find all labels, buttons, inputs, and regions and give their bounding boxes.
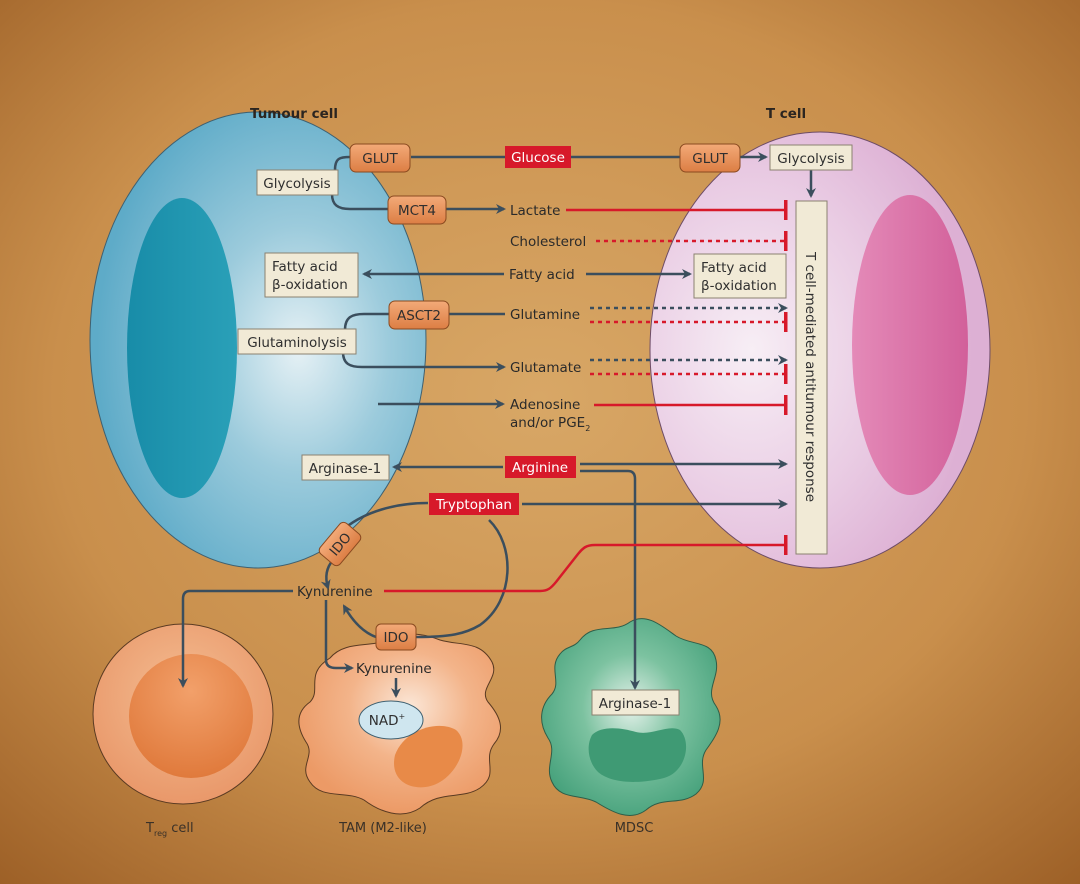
glut-tcell-label: GLUT <box>692 151 728 167</box>
treg-nucleus <box>129 654 253 778</box>
treg-caption: Treg cell <box>145 821 194 838</box>
glycolysis-tumour-label: Glycolysis <box>263 176 330 192</box>
asct2-label: ASCT2 <box>397 308 441 324</box>
treg-cell <box>92 623 274 805</box>
t-cell-title: T cell <box>766 106 806 122</box>
antitumour-response-label: T cell-mediated antitumour response <box>802 251 818 502</box>
kynurenine-label: Kynurenine <box>297 584 373 600</box>
tryptophan-ido-connector <box>344 501 429 529</box>
fao-tumour-line1: Fatty acid <box>272 259 338 275</box>
tam-caption: TAM (M2-like) <box>338 821 427 836</box>
glutaminolysis-to-glutamate-arrow <box>341 351 506 372</box>
arginine-badge: Arginine <box>505 456 576 478</box>
t-cell-nucleus <box>852 195 968 495</box>
adenosine-label-line1: Adenosine <box>510 397 580 413</box>
lactate-label: Lactate <box>510 203 560 219</box>
adenosine-label-line2: and/or PGE2 <box>510 415 590 433</box>
arginine-label: Arginine <box>512 460 568 476</box>
antitumour-response-box: T cell-mediated antitumour response <box>795 200 828 555</box>
glycolysis-tcell-label: Glycolysis <box>777 151 844 167</box>
glutamine-label: Glutamine <box>510 307 580 323</box>
glut-tumour-label: GLUT <box>362 151 398 167</box>
glucose-label: Glucose <box>511 150 565 166</box>
fao-tcell-line2: β-oxidation <box>701 278 777 294</box>
nad-oval: NAD+ <box>358 700 424 740</box>
mct4-transporter: MCT4 <box>387 195 447 225</box>
kynurenine-tam-label: Kynurenine <box>356 661 432 677</box>
tumour-cell-title: Tumour cell <box>250 106 338 122</box>
mdsc-nucleus <box>588 728 687 782</box>
glutaminolysis-label: Glutaminolysis <box>247 335 347 351</box>
tryptophan-tam-ido-loop <box>415 519 509 639</box>
glutamate-label: Glutamate <box>510 360 581 376</box>
arginase-mdsc-box: Arginase-1 <box>591 689 680 716</box>
tumour-nucleus <box>127 198 237 498</box>
arginase-tumour-label: Arginase-1 <box>309 461 382 477</box>
kynurenine-to-treg-arrow <box>178 589 293 688</box>
fao-tumour-box: Fatty acid β-oxidation <box>264 252 359 298</box>
glycolysis-mct4-connector <box>330 193 388 211</box>
arginine-to-mdsc-arrow <box>580 469 640 690</box>
fatty-acid-label: Fatty acid <box>509 267 575 283</box>
arginase-tumour-box: Arginase-1 <box>301 454 390 481</box>
glutaminolysis-asct2-connector <box>343 312 390 331</box>
ido-tam-label: IDO <box>383 630 408 646</box>
mdsc-cell <box>541 618 721 816</box>
glycolysis-glut-connector <box>333 155 351 171</box>
fao-tumour-line2: β-oxidation <box>272 277 348 293</box>
ido-tam-enzyme: IDO <box>375 623 417 651</box>
fao-tcell-box: Fatty acid β-oxidation <box>693 253 787 299</box>
fao-tcell-line1: Fatty acid <box>701 260 767 276</box>
kynurenine-to-tam-arrow <box>324 600 354 673</box>
tam-nucleus <box>394 725 463 788</box>
asct2-transporter: ASCT2 <box>388 300 450 330</box>
glut-tcell-transporter: GLUT <box>679 143 741 173</box>
glut-tumour-transporter: GLUT <box>349 143 411 173</box>
glycolysis-tumour-box: Glycolysis <box>256 169 339 196</box>
arginase-mdsc-label: Arginase-1 <box>599 696 672 712</box>
tryptophan-label: Tryptophan <box>435 497 512 513</box>
mdsc-caption: MDSC <box>615 821 654 836</box>
glycolysis-tcell-box: Glycolysis <box>769 144 853 171</box>
cholesterol-label: Cholesterol <box>510 234 586 250</box>
kynurenine-inhibition <box>384 535 788 593</box>
glutaminolysis-box: Glutaminolysis <box>237 328 357 355</box>
nad-label: NAD+ <box>369 712 405 729</box>
tam-ido-to-kynurenine-arrow <box>342 604 377 639</box>
glucose-badge: Glucose <box>505 146 571 168</box>
mct4-label: MCT4 <box>398 203 436 219</box>
tryptophan-badge: Tryptophan <box>429 493 519 515</box>
